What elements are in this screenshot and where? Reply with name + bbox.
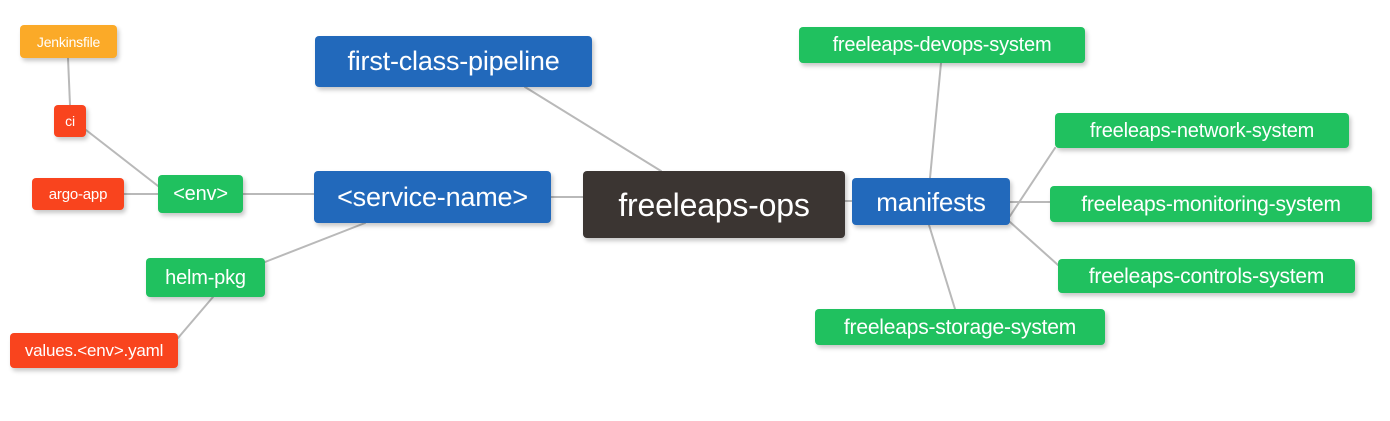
- edge-helm-pkg-to-service-name: [264, 222, 366, 263]
- node-storage-system[interactable]: freeleaps-storage-system: [815, 309, 1105, 345]
- edge-controls-system-to-manifests: [1009, 221, 1059, 266]
- node-devops-system[interactable]: freeleaps-devops-system: [799, 27, 1085, 63]
- edge-jenkinsfile-to-ci: [67, 57, 71, 106]
- node-service-name[interactable]: <service-name>: [314, 171, 551, 223]
- edge-first-class-pipeline-to-freeleaps-ops: [524, 86, 662, 172]
- node-controls-system[interactable]: freeleaps-controls-system: [1058, 259, 1355, 293]
- node-values-env-yaml[interactable]: values.<env>.yaml: [10, 333, 178, 368]
- node-manifests[interactable]: manifests: [852, 178, 1010, 225]
- node-helm-pkg[interactable]: helm-pkg: [146, 258, 265, 297]
- edge-values-env-yaml-to-helm-pkg: [177, 296, 214, 339]
- edge-storage-system-to-manifests: [928, 224, 956, 310]
- node-first-class-pipeline[interactable]: first-class-pipeline: [315, 36, 592, 87]
- edge-network-system-to-manifests: [1009, 147, 1056, 217]
- node-ci[interactable]: ci: [54, 105, 86, 137]
- node-monitoring-system[interactable]: freeleaps-monitoring-system: [1050, 186, 1372, 222]
- node-jenkinsfile[interactable]: Jenkinsfile: [20, 25, 117, 58]
- node-freeleaps-ops[interactable]: freeleaps-ops: [583, 171, 845, 238]
- node-env[interactable]: <env>: [158, 175, 243, 213]
- node-argo-app[interactable]: argo-app: [32, 178, 124, 210]
- edge-devops-system-to-manifests: [929, 62, 942, 179]
- node-network-system[interactable]: freeleaps-network-system: [1055, 113, 1349, 148]
